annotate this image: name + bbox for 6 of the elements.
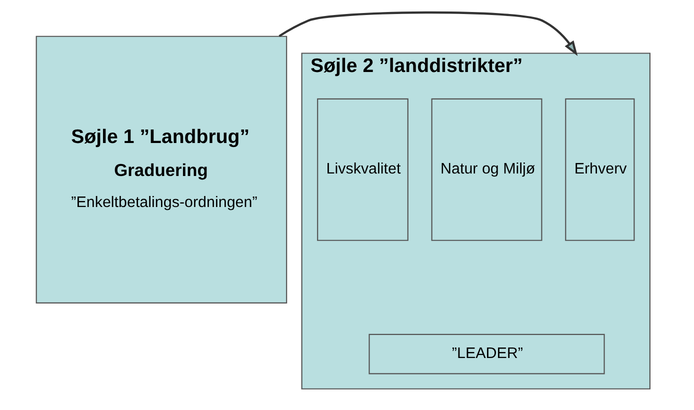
node-box: ”LEADER”	[368, 334, 604, 374]
arrow	[278, 11, 578, 56]
node-box: Erhverv	[564, 98, 634, 241]
node-box: Livskvalitet	[316, 98, 408, 241]
node-box: Natur og Miljø	[430, 98, 542, 241]
node-box: Søjle 1 ”Landbrug” Graduering ”Enkeltbetalings-ordningen”	[35, 36, 287, 304]
